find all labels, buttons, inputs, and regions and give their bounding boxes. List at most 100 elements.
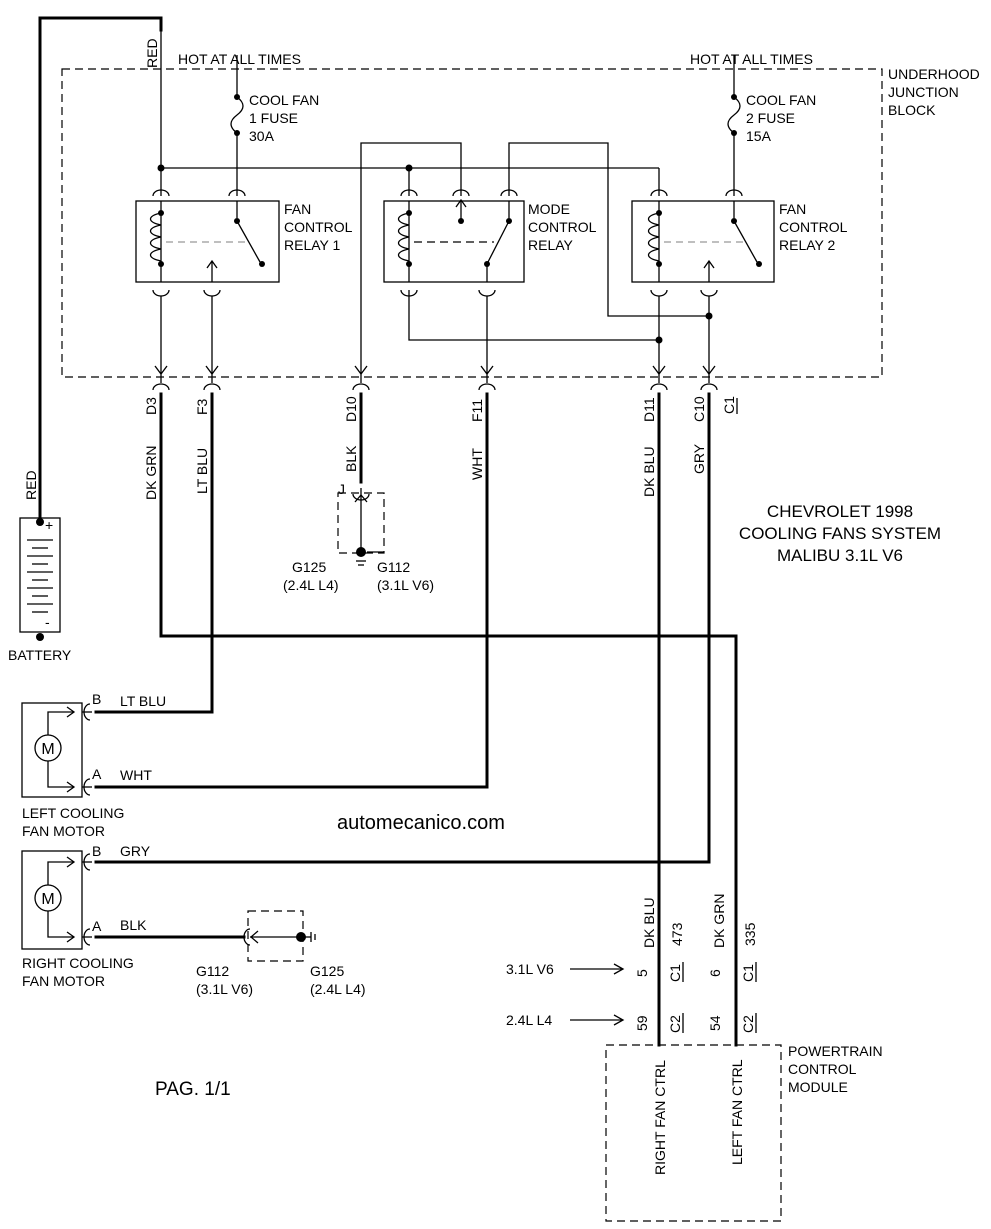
svg-text:1 FUSE: 1 FUSE	[249, 110, 298, 126]
svg-text:+: +	[45, 517, 53, 533]
svg-text:FAN MOTOR: FAN MOTOR	[22, 823, 105, 839]
svg-text:LT BLU: LT BLU	[194, 448, 210, 494]
svg-text:BLOCK: BLOCK	[888, 102, 936, 118]
svg-text:2 FUSE: 2 FUSE	[746, 110, 795, 126]
mode-control-relay: MODE CONTROL RELAY	[383, 189, 597, 297]
svg-text:CONTROL: CONTROL	[528, 219, 597, 235]
svg-text:54: 54	[707, 1015, 723, 1031]
svg-text:3.1L V6: 3.1L V6	[506, 961, 554, 977]
svg-text:DK BLU: DK BLU	[641, 446, 657, 497]
svg-text:FAN: FAN	[284, 201, 311, 217]
svg-text:LEFT COOLING: LEFT COOLING	[22, 805, 124, 821]
svg-text:D10: D10	[343, 396, 359, 422]
svg-text:15A: 15A	[746, 128, 772, 144]
svg-text:A: A	[92, 918, 102, 934]
pcm-v6-pins: 3.1L V6 5 C1 6 C1	[506, 961, 757, 982]
svg-text:RELAY 2: RELAY 2	[779, 237, 836, 253]
battery-feed-wire: RED	[38, 16, 163, 522]
svg-text:6: 6	[707, 969, 723, 977]
svg-text:J: J	[338, 481, 345, 497]
svg-text:C1: C1	[740, 964, 756, 982]
svg-text:30A: 30A	[249, 128, 275, 144]
svg-text:C1: C1	[667, 964, 683, 982]
svg-text:BLK: BLK	[120, 917, 147, 933]
svg-text:DK GRN: DK GRN	[711, 894, 727, 948]
svg-text:MODE: MODE	[528, 201, 570, 217]
svg-text:2.4L L4: 2.4L L4	[506, 1012, 552, 1028]
svg-text:CONTROL: CONTROL	[284, 219, 353, 235]
fan-control-relay-2: FAN CONTROL RELAY 2	[631, 189, 848, 297]
harness-wires	[94, 392, 738, 1047]
svg-text:GRY: GRY	[691, 443, 707, 474]
svg-text:CHEVROLET 1998: CHEVROLET 1998	[767, 502, 913, 521]
right-cooling-fan-motor: M B GRY A BLK RIGHT COOLING FAN MOTOR	[21, 843, 151, 989]
svg-text:B: B	[92, 843, 101, 859]
svg-text:MODULE: MODULE	[788, 1079, 848, 1095]
left-cooling-fan-motor: M B LT BLU A WHT LEFT COOLING FAN MOTOR	[21, 691, 166, 839]
svg-text:D3: D3	[143, 397, 159, 415]
svg-text:COOLING FANS SYSTEM: COOLING FANS SYSTEM	[739, 524, 941, 543]
svg-text:C1: C1	[721, 396, 737, 414]
svg-text:GRY: GRY	[120, 843, 151, 859]
svg-text:(3.1L V6): (3.1L V6)	[196, 981, 253, 997]
ground-top: J G125 (2.4L L4) G112 (3.1L V6)	[283, 481, 434, 593]
wire-color-labels: DK GRN LT BLU BLK WHT DK BLU GRY	[143, 443, 707, 500]
svg-text:D11: D11	[641, 397, 657, 422]
svg-text:59: 59	[634, 1015, 650, 1031]
junction-block-label: UNDERHOOD JUNCTION BLOCK	[888, 66, 980, 118]
svg-text:RIGHT COOLING: RIGHT COOLING	[22, 955, 134, 971]
ground-bottom: G112 (3.1L V6) G125 (2.4L L4)	[196, 910, 366, 997]
svg-text:LT BLU: LT BLU	[120, 693, 166, 709]
svg-text:(2.4L L4): (2.4L L4)	[310, 981, 366, 997]
svg-text:DK BLU: DK BLU	[641, 897, 657, 948]
svg-text:BLK: BLK	[343, 445, 359, 472]
svg-text:FAN: FAN	[779, 201, 806, 217]
hot-label-2: HOT AT ALL TIMES	[690, 51, 813, 67]
fan-control-relay-1: FAN CONTROL RELAY 1	[135, 189, 353, 297]
svg-text:G125: G125	[292, 559, 326, 575]
svg-text:G112: G112	[377, 559, 410, 575]
pcm-wire-labels: DK BLU 473 DK GRN 335	[641, 894, 758, 948]
svg-text:DK GRN: DK GRN	[143, 446, 159, 500]
svg-text:COOL FAN: COOL FAN	[249, 92, 319, 108]
watermark: automecanico.com	[337, 812, 505, 834]
svg-text:C10: C10	[691, 396, 707, 422]
svg-text:RELAY: RELAY	[528, 237, 574, 253]
svg-text:F11: F11	[469, 399, 485, 422]
svg-text:RED: RED	[23, 470, 39, 500]
svg-text:WHT: WHT	[120, 767, 152, 783]
svg-text:BATTERY: BATTERY	[8, 647, 72, 663]
svg-text:CONTROL: CONTROL	[779, 219, 848, 235]
svg-text:CONTROL: CONTROL	[788, 1061, 857, 1077]
svg-text:LEFT FAN CTRL: LEFT FAN CTRL	[729, 1059, 745, 1165]
svg-text:5: 5	[634, 969, 650, 977]
powertrain-control-module: POWERTRAIN CONTROL MODULE RIGHT FAN CTRL…	[605, 1043, 883, 1222]
svg-text:M: M	[41, 741, 54, 758]
svg-text:WHT: WHT	[469, 448, 485, 480]
svg-text:335: 335	[742, 922, 758, 946]
svg-text:F3: F3	[194, 398, 210, 415]
svg-text:POWERTRAIN: POWERTRAIN	[788, 1043, 883, 1059]
internal-bus-wiring	[157, 142, 713, 383]
hot-label-1: HOT AT ALL TIMES	[178, 51, 301, 67]
svg-text:M: M	[41, 891, 54, 908]
fuse-1: COOL FAN 1 FUSE 30A	[230, 55, 319, 196]
svg-text:A: A	[92, 766, 102, 782]
svg-text:G112: G112	[196, 963, 229, 979]
svg-text:JUNCTION: JUNCTION	[888, 84, 959, 100]
svg-text:(3.1L V6): (3.1L V6)	[377, 577, 434, 593]
page-number: PAG. 1/1	[155, 1079, 231, 1100]
svg-text:473: 473	[669, 922, 685, 946]
svg-text:RELAY 1: RELAY 1	[284, 237, 341, 253]
connector-ids: D3 F3 D10 F11 D11 C10 C1	[143, 396, 738, 422]
pcm-l4-pins: 2.4L L4 59 C2 54 C2	[506, 1012, 757, 1033]
svg-text:(2.4L L4): (2.4L L4)	[283, 577, 339, 593]
fuse-2: COOL FAN 2 FUSE 15A	[727, 55, 816, 196]
junction-connectors	[152, 365, 718, 391]
svg-text:RED: RED	[144, 38, 160, 68]
svg-text:C2: C2	[667, 1015, 683, 1033]
battery: RED + - BATTERY	[8, 470, 72, 663]
svg-text:UNDERHOOD: UNDERHOOD	[888, 66, 980, 82]
junction-block-outline	[61, 68, 883, 378]
